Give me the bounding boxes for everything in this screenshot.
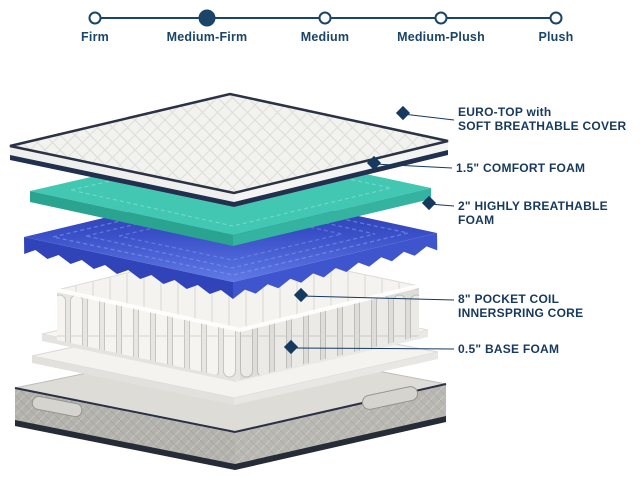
euro-top-tape-right [234, 150, 448, 207]
coil-right-side [240, 286, 419, 380]
breathable-foam-ripple [118, 209, 343, 261]
callout-line-euro-top [402, 113, 455, 121]
callout-label-base-foam: 0.5" BASE FOAM [458, 342, 559, 356]
foundation-bottom-edge [15, 420, 235, 470]
coil-top-sheet-edge [56, 284, 420, 333]
breathable-foam-right-side [233, 233, 438, 299]
callout-text: 8" POCKET COIL [458, 292, 560, 306]
callout-text: SOFT BREATHABLE COVER [458, 119, 627, 133]
comfort-foam-left-side [30, 191, 233, 246]
callout-text: EURO-TOP with [458, 105, 552, 119]
firmness-label: Firm [81, 30, 109, 44]
firmness-dot[interactable] [318, 11, 332, 25]
foundation-right-sheen [235, 384, 446, 470]
base-sheet-right-side [234, 352, 438, 405]
callout-label-comfort-foam: 1.5" COMFORT FOAM [456, 161, 585, 175]
callout-diamonds [283, 105, 437, 355]
foundation-bottom-edge [235, 416, 446, 470]
foundation-handle-right [361, 386, 419, 410]
callout-text: 0.5" BASE FOAM [458, 342, 560, 356]
firmness-dot[interactable] [88, 11, 102, 25]
callout-text: INNERSPRING CORE [458, 306, 584, 320]
callout-diamond-comfort-foam[interactable] [366, 155, 382, 171]
firmness-label: Plush [538, 30, 574, 44]
firmness-label: Medium-Firm [166, 30, 248, 44]
breathable-foam-left-side [24, 237, 233, 299]
callout-lines [290, 113, 455, 350]
firmness-dot-selected[interactable] [198, 9, 216, 27]
base-sheet-left-side [32, 356, 234, 405]
callout-label-euro-top: EURO-TOP with SOFT BREATHABLE COVER [458, 105, 626, 133]
foundation-right-side [235, 384, 446, 470]
callout-diamond-breathable-foam[interactable] [421, 195, 437, 211]
callout-text: FOAM [458, 213, 495, 227]
callout-text: 2" HIGHLY BREATHABLE [458, 199, 608, 213]
coil-right-shade [240, 286, 419, 380]
comfort-foam-right-side [233, 188, 431, 246]
callout-diamond-euro-top[interactable] [395, 105, 411, 121]
coil-left-side [57, 290, 240, 380]
firmness-dot[interactable] [434, 11, 448, 25]
firmness-scale: Firm Medium-Firm Medium Medium-Plush Plu… [0, 0, 640, 56]
callout-label-breathable-foam: 2" HIGHLY BREATHABLE FOAM [458, 199, 608, 227]
firmness-dot[interactable] [549, 11, 563, 25]
callout-label-pocket-coil: 8" POCKET COIL INNERSPRING CORE [458, 292, 583, 320]
callout-line-pocket-coil [300, 295, 455, 301]
callout-text: 1.5" COMFORT FOAM [456, 161, 586, 175]
callout-line-comfort-foam [373, 163, 453, 169]
euro-top-surface [9, 92, 449, 195]
firmness-label: Medium [300, 30, 350, 44]
euro-top-tape-left [10, 155, 234, 207]
callout-line-base-foam [290, 347, 455, 350]
callout-diamond-pocket-coil[interactable] [293, 287, 309, 303]
layer-euro-top [9, 92, 449, 207]
callout-diamond-base-foam[interactable] [283, 339, 299, 355]
firmness-label: Medium-Plush [397, 30, 485, 44]
foundation-handle-left [31, 395, 83, 418]
